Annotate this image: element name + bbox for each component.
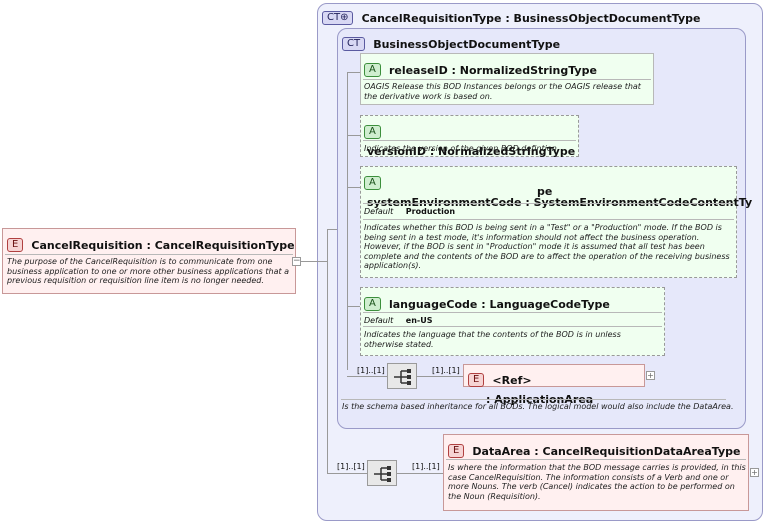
outer-connector-top [327, 229, 337, 230]
application-area-mult-left: [1]..[1] [357, 366, 385, 375]
outer-connector-vertical [327, 229, 328, 473]
default-value: en-US [405, 316, 433, 325]
bod-type-title: BusinessObjectDocumentType [373, 38, 561, 51]
attribute-system-environment-code[interactable]: A systemEnvironmentCode : SystemEnvironm… [360, 166, 752, 278]
plus-box-icon[interactable]: + [646, 371, 655, 380]
element-application-area[interactable]: E <Ref> : ApplicationArea [463, 364, 645, 406]
plus-box-icon[interactable]: + [750, 468, 759, 477]
attribute-title: versionID : NormalizedStringType [367, 145, 576, 158]
element-title: DataArea : CancelRequisitionDataAreaType [472, 445, 741, 458]
root-element-doc: The purpose of the CancelRequisition is … [7, 257, 290, 285]
root-connector [301, 261, 327, 262]
default-label: Default [364, 207, 394, 216]
outer-type-title: CancelRequisitionType : BusinessObjectDo… [361, 12, 701, 25]
attr-connector-4 [347, 306, 360, 307]
sequence-compositor-icon[interactable] [387, 363, 417, 389]
bod-type-header[interactable]: CT BusinessObjectDocumentType [342, 33, 560, 52]
data-area-connector [397, 473, 443, 474]
attribute-doc: Indicates the language that the contents… [364, 330, 621, 349]
attr-connector-3 [347, 187, 360, 188]
complex-type-icon: CT [342, 36, 366, 51]
element-icon: E [7, 237, 24, 252]
element-icon: E [468, 372, 485, 387]
attribute-icon: A [364, 175, 381, 190]
element-icon: E [448, 443, 465, 458]
default-value: Production [405, 207, 456, 216]
minus-box-icon[interactable]: − [292, 256, 301, 266]
attribute-icon: A [364, 62, 381, 77]
bod-type-doc: Is the schema based inheritance for all … [342, 402, 734, 411]
complex-type-extension-icon: CT⊕ [322, 10, 354, 25]
application-area-mult-right: [1]..[1] [432, 366, 460, 375]
application-area-connector [417, 376, 463, 377]
attribute-title-line2: pe [537, 185, 553, 198]
outer-type-header[interactable]: CT⊕ CancelRequisitionType : BusinessObje… [322, 7, 700, 26]
attribute-language-code[interactable]: A languageCode : LanguageCodeType Defaul… [360, 287, 665, 356]
attr-connector-1 [347, 72, 360, 73]
element-ref: <Ref> [492, 374, 532, 387]
sequence-compositor-icon[interactable] [367, 460, 397, 486]
default-label: Default [364, 316, 394, 325]
data-area-mult-left: [1]..[1] [337, 462, 365, 471]
element-doc: Is where the information that the BOD me… [448, 463, 746, 501]
attribute-version-id[interactable]: A versionID : NormalizedStringType Indic… [360, 115, 579, 158]
seq-connector-bottom [347, 376, 387, 377]
outer-connector-bottom [327, 473, 367, 474]
data-area-mult-right: [1]..[1] [412, 462, 440, 471]
attribute-doc: OAGIS Release this BOD Instances belongs… [364, 82, 641, 101]
attribute-icon: A [364, 124, 381, 139]
attribute-icon: A [364, 296, 381, 311]
root-element-title: CancelRequisition : CancelRequisitionTyp… [31, 239, 295, 252]
attribute-title: languageCode : LanguageCodeType [388, 298, 610, 311]
attr-connector-vertical [347, 72, 348, 370]
element-data-area[interactable]: E DataArea : CancelRequisitionDataAreaTy… [443, 434, 749, 511]
attribute-release-id[interactable]: A releaseID : NormalizedStringType OAGIS… [360, 53, 654, 105]
attribute-doc: Indicates the version of the given BOD d… [364, 144, 560, 153]
root-element-cancel-requisition[interactable]: E CancelRequisition : CancelRequisitionT… [2, 228, 296, 294]
attribute-title: releaseID : NormalizedStringType [388, 64, 597, 77]
attribute-title-line1: systemEnvironmentCode : SystemEnvironmen… [367, 196, 753, 209]
attr-connector-2 [347, 135, 360, 136]
attribute-doc: Indicates whether this BOD is being sent… [364, 223, 730, 270]
